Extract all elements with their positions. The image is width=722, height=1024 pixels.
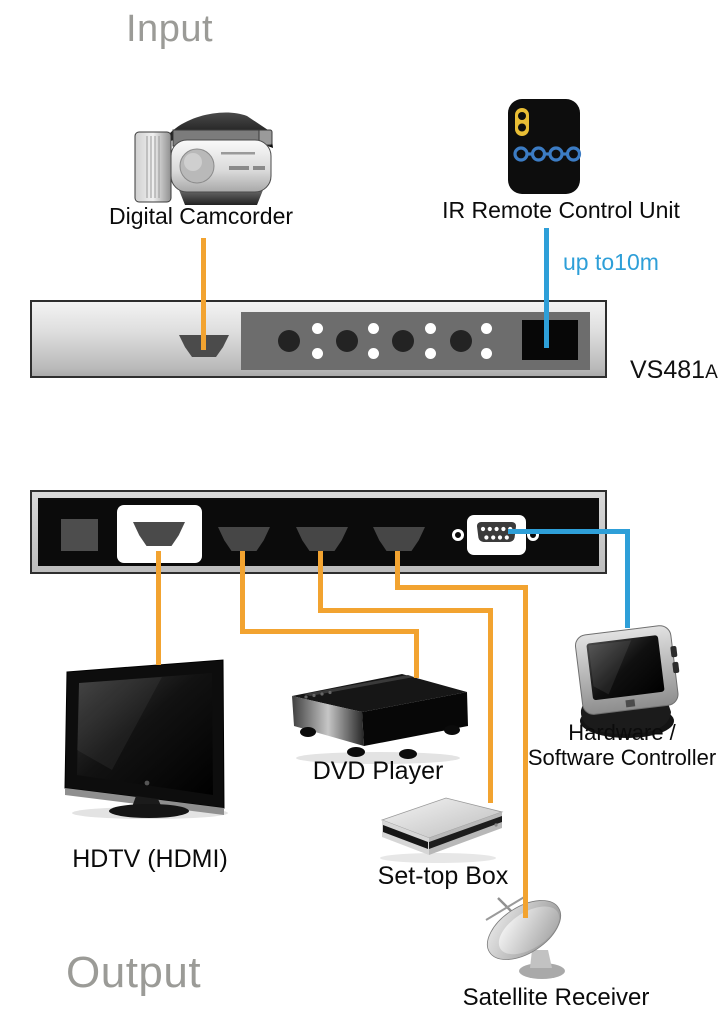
ir-remote-cable bbox=[544, 228, 549, 348]
digital-camcorder-label: Digital Camcorder bbox=[108, 203, 294, 229]
settop-cable-v2 bbox=[488, 608, 493, 803]
hdmi-output-port-icon bbox=[133, 522, 185, 546]
power-jack-icon bbox=[61, 519, 98, 551]
set-top-box-label: Set-top Box bbox=[377, 862, 509, 890]
digital-camcorder-icon bbox=[134, 112, 273, 205]
controller-label-line1: Hardware / bbox=[568, 720, 676, 745]
hdtv-label: HDTV (HDMI) bbox=[72, 845, 228, 873]
led-4-top bbox=[481, 323, 492, 334]
dvd-player-icon bbox=[292, 674, 468, 764]
hdmi-port-2-icon bbox=[218, 527, 270, 551]
dvd-cable-v1 bbox=[240, 551, 245, 634]
chain-glyph bbox=[513, 146, 582, 162]
camcorder-hdmi-cable bbox=[201, 238, 206, 350]
input-section-heading: Input bbox=[126, 8, 214, 50]
led-2-top bbox=[368, 323, 379, 334]
led-2-bottom bbox=[368, 348, 379, 359]
select-button-3 bbox=[392, 330, 414, 352]
led-1-bottom bbox=[312, 348, 323, 359]
hdtv-cable bbox=[156, 551, 161, 665]
controller-cable-v bbox=[625, 529, 630, 628]
satellite-icon bbox=[485, 895, 565, 979]
model-label: VS481A bbox=[630, 356, 718, 384]
controller-icon bbox=[574, 625, 680, 738]
dvd-cable-v2 bbox=[414, 629, 419, 678]
satellite-cable-v1 bbox=[395, 551, 400, 590]
settop-cable-v1 bbox=[318, 551, 323, 613]
settop-cable-h bbox=[318, 608, 493, 613]
front-control-strip bbox=[241, 312, 590, 370]
serial-port-icon bbox=[452, 515, 539, 555]
dvd-player-label: DVD Player bbox=[312, 757, 444, 785]
controller-label-line2: Software Controller bbox=[527, 745, 717, 771]
set-top-box-icon bbox=[380, 797, 504, 863]
select-button-4 bbox=[450, 330, 472, 352]
select-button-2 bbox=[336, 330, 358, 352]
dvd-cable-h bbox=[240, 629, 419, 634]
led-3-bottom bbox=[425, 348, 436, 359]
switch-front-panel bbox=[30, 300, 607, 378]
output-section-heading: Output bbox=[66, 948, 202, 997]
led-3-top bbox=[425, 323, 436, 334]
led-1-top bbox=[312, 323, 323, 334]
hdtv-icon bbox=[64, 659, 228, 819]
led-4-bottom bbox=[481, 348, 492, 359]
hdmi-port-3-icon bbox=[296, 527, 348, 551]
ir-remote-icon bbox=[508, 99, 582, 194]
satellite-cable-v2 bbox=[523, 585, 528, 918]
ir-range-note: up to10m bbox=[563, 249, 659, 275]
hdmi-port-4-icon bbox=[373, 527, 425, 551]
ir-receiver-window bbox=[522, 320, 578, 360]
controller-label: Hardware / Software Controller bbox=[523, 720, 721, 771]
satellite-cable-h bbox=[395, 585, 528, 590]
controller-cable-h bbox=[508, 529, 630, 534]
select-button-1 bbox=[278, 330, 300, 352]
satellite-label: Satellite Receiver bbox=[462, 984, 650, 1011]
ir-remote-label: IR Remote Control Unit bbox=[442, 197, 680, 223]
